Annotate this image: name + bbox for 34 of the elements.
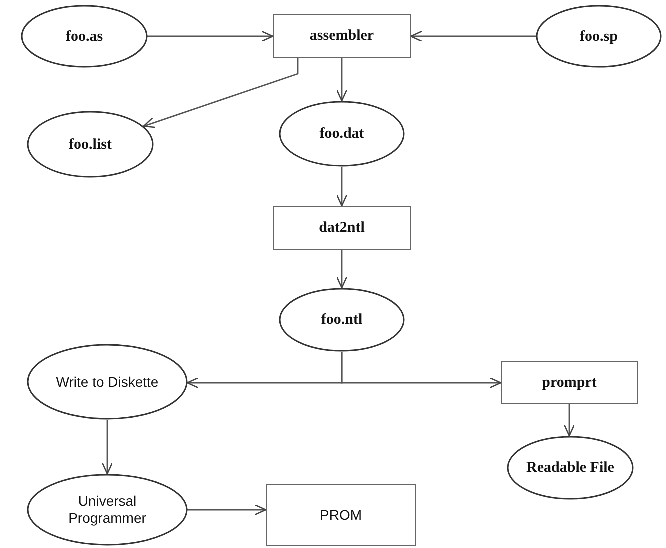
file-ellipse [27,344,188,420]
node-label: foo.as [66,28,104,46]
arrow [336,250,348,289]
file-ellipse [27,111,154,178]
node-label: assembler [310,27,374,45]
arrow [564,404,576,437]
node-label: foo.ntl [321,311,363,329]
arrow [187,504,267,516]
process-box [273,206,411,250]
process-box [273,14,411,58]
arrow [147,30,274,42]
node-label: dat2ntl [319,219,365,237]
file-ellipse [279,101,405,167]
node-label: Universal Programmer [68,493,148,527]
node-label: foo.dat [320,125,364,143]
arrow [336,58,348,102]
file-ellipse [27,474,188,546]
process-box [501,361,638,404]
arrow [341,352,502,389]
node-label: foo.list [69,136,112,154]
node-label: promprt [542,374,597,392]
arrow [410,30,537,42]
node-label: Write to Diskette [56,374,159,390]
file-ellipse [21,5,148,68]
arrow [336,167,348,207]
node-label: PROM [320,506,362,524]
file-ellipse [279,288,405,352]
file-ellipse [536,5,662,68]
arrow [102,420,114,475]
process-box [266,484,416,546]
node-label: foo.sp [580,28,618,46]
node-label: Readable File [526,459,614,477]
file-ellipse [507,436,634,500]
arrow [143,58,299,128]
